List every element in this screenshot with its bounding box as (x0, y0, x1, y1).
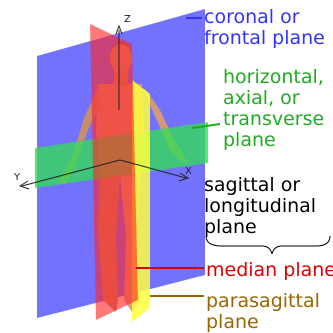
parasagittal-plane-label: parasagittal plane (206, 291, 320, 333)
horizontal-plane-label: horizontal, axial, or transverse plane (223, 67, 324, 151)
coronal-label-line-2: frontal plane (204, 27, 325, 49)
parasagittal-label-line-1: parasagittal (206, 290, 320, 312)
z-axis-label: Z (124, 14, 131, 25)
horizontal-label-line-4: plane (223, 129, 276, 151)
coronal-label-line-1: coronal or (204, 6, 300, 28)
median-label-line-1: median plane (206, 259, 333, 281)
horizontal-label-line-3: transverse (223, 108, 325, 130)
y-axis-label: Y (13, 172, 21, 183)
axes (18, 24, 190, 190)
sagittal-plane-label: sagittal or longitudinal plane (204, 175, 316, 238)
sagittal-brace (205, 235, 331, 255)
horizontal-label-line-2: axial, or (223, 87, 300, 109)
parasagittal-label-line-2: plane (206, 311, 259, 333)
sagittal-label-line-2: longitudinal (204, 195, 317, 217)
median-plane (90, 24, 138, 320)
horizontal-label-line-1: horizontal, (223, 66, 324, 88)
x-axis-label: X (185, 166, 192, 177)
median-plane-label: median plane (206, 260, 333, 281)
horizontal-leader (191, 123, 221, 129)
sagittal-label-line-3: plane (204, 216, 257, 238)
sagittal-label-line-1: sagittal or (204, 174, 301, 196)
coronal-plane-label: coronal or frontal plane (204, 7, 325, 49)
